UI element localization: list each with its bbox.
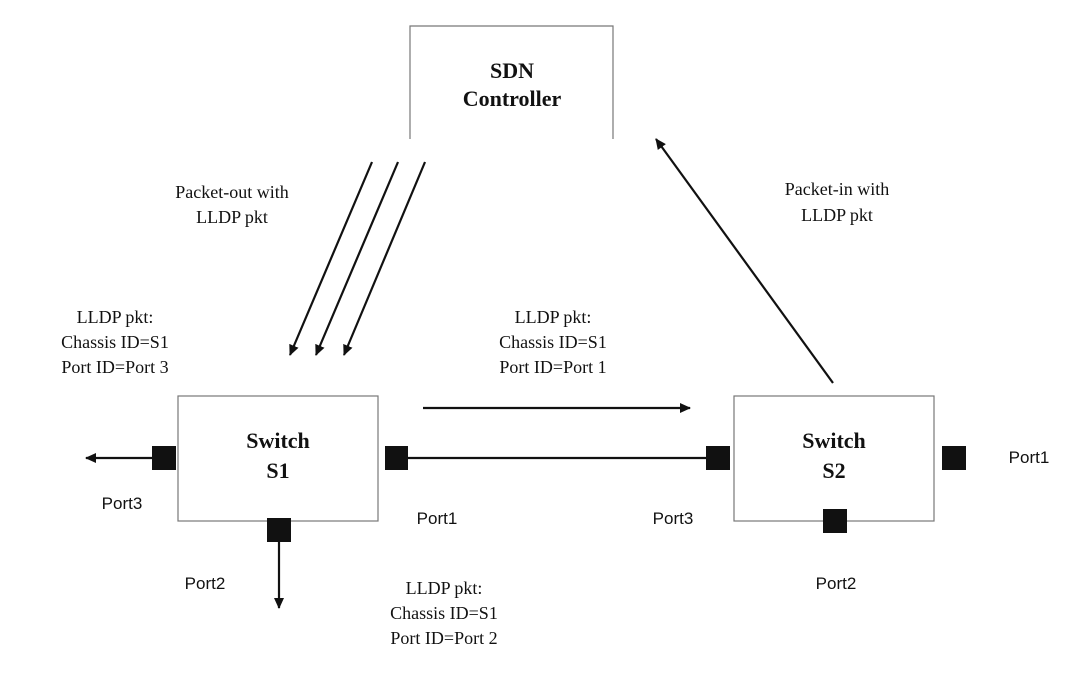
packet-out-line2: LLDP pkt: [196, 207, 268, 227]
controller-title-line2: Controller: [463, 86, 562, 111]
lldp-port2-line3: Port ID=Port 2: [390, 628, 497, 648]
lldp-port1-line3: Port ID=Port 1: [499, 357, 606, 377]
packet-out-label: Packet-out with LLDP pkt: [175, 182, 288, 227]
lldp-port3-line2: Chassis ID=S1: [61, 332, 169, 352]
s2-port2-label: Port2: [816, 574, 857, 593]
lldp-port3-line1: LLDP pkt:: [77, 307, 154, 327]
packet-in-line1: Packet-in with: [785, 179, 889, 199]
s1-port1: [385, 446, 408, 470]
switch-s2: Switch S2: [733, 395, 935, 522]
s1-port2: [267, 518, 291, 542]
lldp-port1-line1: LLDP pkt:: [515, 307, 592, 327]
packet-out-arrow-1: [288, 161, 374, 356]
packet-out-arrow-2: [314, 161, 400, 356]
sdn-controller: SDN Controller: [409, 25, 614, 139]
lldp-port1-line2: Chassis ID=S1: [499, 332, 607, 352]
s2-port3-label: Port3: [653, 509, 694, 528]
lldp-pkt-port1-label: LLDP pkt: Chassis ID=S1 Port ID=Port 1: [499, 307, 607, 377]
packet-out-line1: Packet-out with: [175, 182, 288, 202]
s1-port2-label: Port2: [185, 574, 226, 593]
switch-s2-box: [733, 395, 935, 522]
s2-port2: [823, 509, 847, 533]
s2-port1: [942, 446, 966, 470]
lldp-port3-line3: Port ID=Port 3: [61, 357, 168, 377]
lldp-pkt-port3-label: LLDP pkt: Chassis ID=S1 Port ID=Port 3: [61, 307, 169, 377]
lldp-port2-line1: LLDP pkt:: [406, 578, 483, 598]
switch-s2-label-line1: Switch: [802, 428, 866, 453]
lldp-pkt-port2-label: LLDP pkt: Chassis ID=S1 Port ID=Port 2: [390, 578, 498, 648]
s1-port3: [152, 446, 176, 470]
s2-port1-label: Port1: [1009, 448, 1050, 467]
packet-in-line2: LLDP pkt: [801, 205, 873, 225]
switch-s1-label-line1: Switch: [246, 428, 310, 453]
switch-s1: Switch S1: [177, 395, 379, 522]
s1-port3-label: Port3: [102, 494, 143, 513]
switch-s2-label-line2: S2: [822, 458, 845, 483]
controller-title-line1: SDN: [490, 58, 534, 83]
switch-s1-label-line2: S1: [266, 458, 289, 483]
controller-box: [409, 25, 614, 139]
s1-port1-label: Port1: [417, 509, 458, 528]
lldp-port2-line2: Chassis ID=S1: [390, 603, 498, 623]
packet-in-label: Packet-in with LLDP pkt: [785, 179, 889, 225]
packet-out-arrow-3: [342, 161, 427, 356]
s2-port3: [706, 446, 730, 470]
packet-in-arrow: [655, 138, 834, 384]
